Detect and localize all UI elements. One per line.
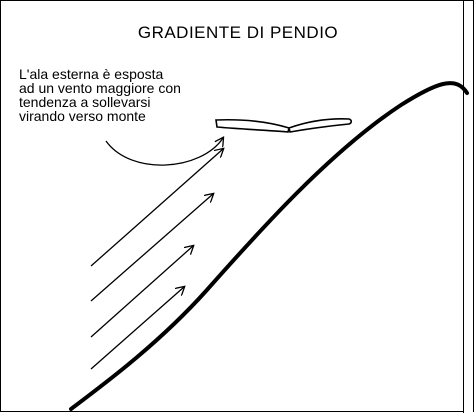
right-border-strip — [463, 1, 473, 413]
slope-line — [69, 81, 469, 411]
wind-arrow — [90, 287, 184, 370]
caption-text: L'ala esterna è esposta ad un vento magg… — [19, 67, 269, 123]
right-wing — [288, 118, 353, 133]
caption-line: virando verso monte — [19, 108, 146, 124]
diagram-title: GRADIENTE DI PENDIO — [137, 23, 339, 42]
caption-line: L'ala esterna è esposta — [19, 66, 164, 82]
wind-arrow — [90, 246, 193, 338]
wind-arrow — [90, 149, 223, 267]
caption-line: tendenza a sollevarsi — [19, 94, 151, 110]
caption-line: ad un vento maggiore con — [19, 80, 181, 96]
wind-arrow — [90, 194, 213, 302]
pointer-curve — [105, 138, 223, 166]
glider-wing — [215, 118, 353, 133]
left-wing — [215, 118, 290, 133]
